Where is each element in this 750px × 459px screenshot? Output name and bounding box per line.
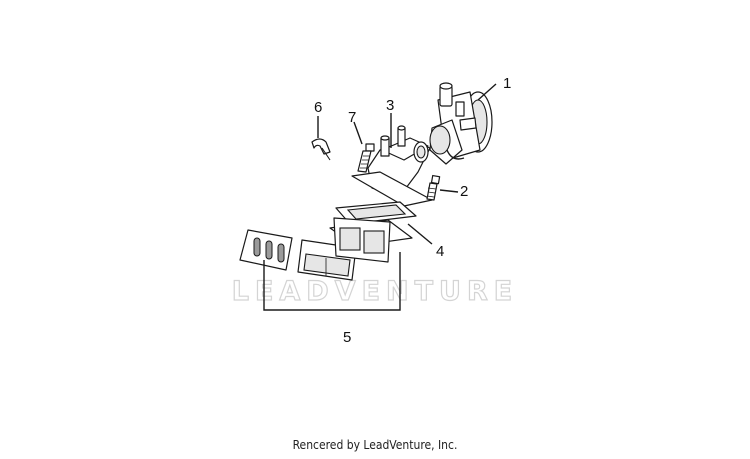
reed-valve-part xyxy=(239,217,391,281)
carburetor-part xyxy=(429,82,493,165)
leader-lines xyxy=(263,83,497,311)
watermark-text: LEADVENTURE xyxy=(232,276,518,307)
callout-7: 7 xyxy=(348,109,356,126)
footer-credit: Rencered by LeadVenture, Inc. xyxy=(292,438,458,452)
callout-1: 1 xyxy=(503,75,511,92)
callout-4: 4 xyxy=(436,243,444,260)
clip-part xyxy=(311,138,331,161)
callout-2: 2 xyxy=(460,183,468,200)
callout-5: 5 xyxy=(343,329,351,346)
bolt-part-7 xyxy=(357,143,375,173)
callout-6: 6 xyxy=(314,99,322,116)
bolt-part-2 xyxy=(426,174,441,201)
callout-3: 3 xyxy=(386,97,394,114)
